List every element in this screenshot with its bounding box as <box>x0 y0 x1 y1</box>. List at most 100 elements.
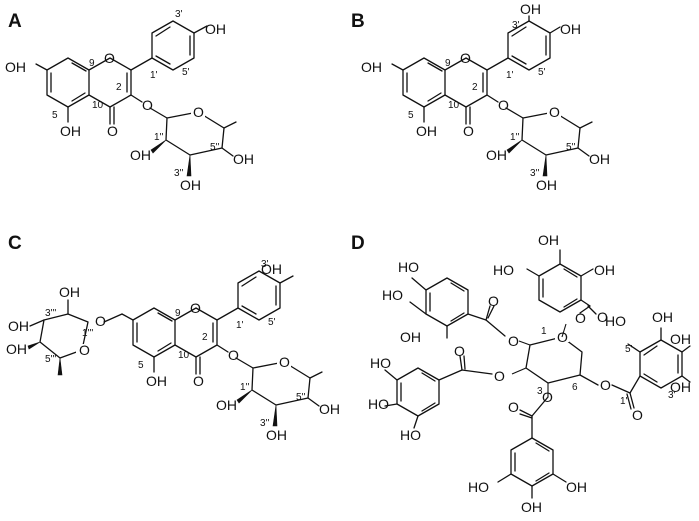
atom-label: OH <box>400 329 421 345</box>
atom-label: OH <box>319 401 340 417</box>
atom-number: 5'' <box>210 142 219 153</box>
panel-label-b: B <box>351 11 365 32</box>
atom-number: 9 <box>89 58 95 69</box>
atom-number: 3' <box>261 259 269 270</box>
atom-label: O <box>104 50 115 66</box>
atom-number: 6 <box>572 382 578 393</box>
panel-a-kaempferol-rhamnoside: A OH OH O O O O OH OH <box>5 9 254 193</box>
galloyl-bottom: O O HO OH OH <box>468 389 587 515</box>
atom-label: OH <box>589 151 610 167</box>
panel-b-quercetin-rhamnoside: B OH OH O O O O OH OH OH OH OH <box>351 1 610 193</box>
atom-label: HO <box>400 427 421 443</box>
atom-label: HO <box>398 259 419 275</box>
atom-label: OH <box>521 499 542 515</box>
atom-number: 3' <box>668 390 676 401</box>
atom-label: OH <box>670 331 691 347</box>
atom-number: 5' <box>182 67 190 78</box>
atom-number: 10 <box>448 100 460 111</box>
atom-number: 1' <box>236 320 244 331</box>
atom-label: O <box>454 343 465 359</box>
atom-label: OH <box>416 123 437 139</box>
atom-label: O <box>488 293 499 309</box>
galloyl-top: OH HO OH O O <box>493 232 615 326</box>
atom-number: 9 <box>445 58 451 69</box>
galloyl-right: O O HO OH OH OH 5' 3' 1' <box>600 309 691 423</box>
atom-label: O <box>107 123 118 139</box>
atom-number: 1' <box>620 396 628 407</box>
atom-number: 3' <box>512 20 520 31</box>
atom-label: OH <box>5 59 26 75</box>
atom-label: O <box>142 97 153 113</box>
panel-label-d: D <box>351 233 365 254</box>
atom-label: O <box>193 373 204 389</box>
atom-label: OH <box>146 373 167 389</box>
atom-label: HO <box>368 396 389 412</box>
atom-label: OH <box>261 261 282 277</box>
atom-label: OH <box>361 59 382 75</box>
atom-label: O <box>279 354 290 370</box>
atom-number: 1''' <box>82 328 93 339</box>
galloyl-lower-left: HO HO HO O O <box>368 343 505 443</box>
atom-number: 1'' <box>240 382 249 393</box>
atom-label: HO <box>370 355 391 371</box>
panel-d-pentagalloyl-glucose: D O 1 3 6 OH HO OH O O <box>351 232 691 515</box>
atom-label: OH <box>180 177 201 193</box>
atom-number: 3'' <box>260 418 269 429</box>
atom-number: 3'' <box>174 168 183 179</box>
atom-label: O <box>632 407 643 423</box>
atom-label: OH <box>652 309 673 325</box>
atom-number: 5' <box>268 317 276 328</box>
atom-label: O <box>228 347 239 363</box>
atom-label: O <box>600 377 611 393</box>
atom-number: 5' <box>538 67 546 78</box>
atom-number: 1'' <box>154 132 163 143</box>
atom-label: HO <box>382 287 403 303</box>
atom-label: HO <box>605 313 626 329</box>
atom-label: OH <box>560 21 581 37</box>
atom-label: O <box>79 342 90 358</box>
atom-number: 9 <box>175 308 181 319</box>
atom-label: OH <box>130 147 151 163</box>
atom-number: 1 <box>541 326 547 337</box>
atom-label: O <box>494 368 505 384</box>
atom-label: O <box>460 50 471 66</box>
atom-number: 5 <box>52 110 58 121</box>
atom-number: 2 <box>472 82 478 93</box>
atom-label: HO <box>493 262 514 278</box>
atom-number: 2 <box>116 82 122 93</box>
atom-label: O <box>463 123 474 139</box>
atom-label: OH <box>6 341 27 357</box>
atom-number: 5 <box>408 110 414 121</box>
atom-number: 3''' <box>45 308 56 319</box>
atom-label: O <box>575 310 586 326</box>
atom-number: 10 <box>92 100 104 111</box>
atom-label: O <box>597 309 608 325</box>
atom-number: 1' <box>506 70 514 81</box>
atom-label: OH <box>520 1 541 17</box>
atom-label: OH <box>566 479 587 495</box>
atom-label: OH <box>670 379 691 395</box>
atom-label: O <box>95 313 106 329</box>
atom-number: 5' <box>625 344 633 355</box>
atom-number: 3' <box>175 9 183 20</box>
atom-number: 5'' <box>296 392 305 403</box>
atom-label: O <box>193 104 204 120</box>
atom-number: 1' <box>150 70 158 81</box>
atom-number: 10 <box>178 350 190 361</box>
galloyl-upper-left: HO HO OH O O <box>382 259 519 349</box>
atom-number: 3 <box>537 386 543 397</box>
atom-label: O <box>549 104 560 120</box>
panel-c-kaempferol-dirhamnoside: C OH OH O O O <box>6 233 340 443</box>
atom-label: O <box>542 389 553 405</box>
atom-label: OH <box>60 123 81 139</box>
panel-label-a: A <box>8 11 22 32</box>
atom-number: 1'' <box>510 132 519 143</box>
atom-label: OH <box>205 21 226 37</box>
panel-label-c: C <box>8 233 22 254</box>
atom-number: 5''' <box>45 354 56 365</box>
atom-label: O <box>508 333 519 349</box>
atom-label: OH <box>59 284 80 300</box>
atom-number: 5 <box>138 360 144 371</box>
atom-label: OH <box>8 318 29 334</box>
